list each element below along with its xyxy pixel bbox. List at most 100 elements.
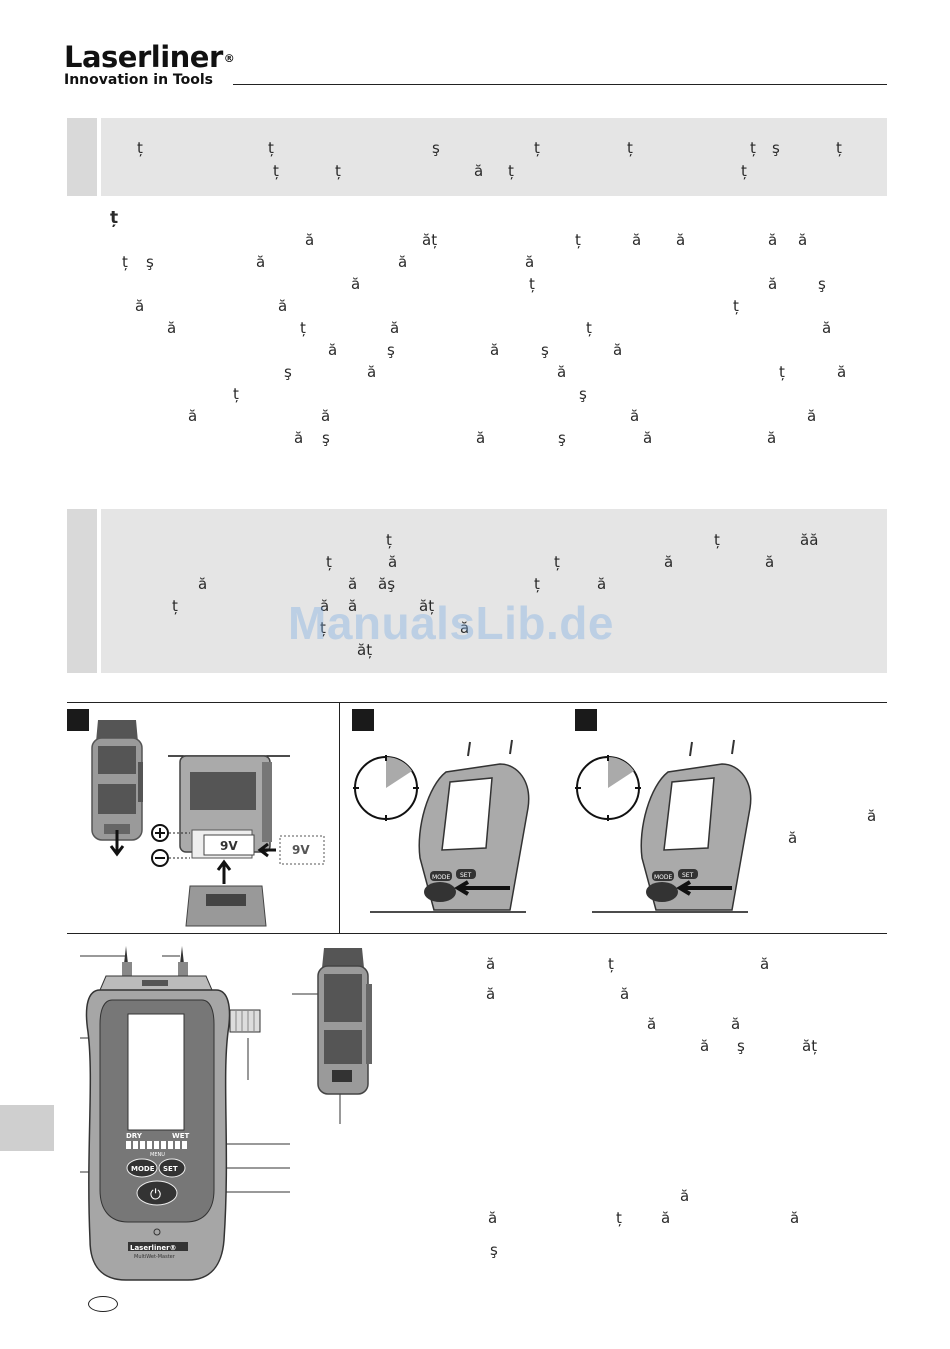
figure-battery-change: 9V 9V <box>91 720 325 927</box>
diacritic-glyph: ț <box>326 553 332 571</box>
diacritic-glyph: ă <box>557 363 567 381</box>
diacritic-glyph: ț <box>320 619 326 637</box>
fig2-mode: MODE <box>432 874 451 881</box>
diacritic-glyph: ă <box>680 1187 690 1205</box>
diacritic-glyph: ş <box>541 341 549 359</box>
diacritic-glyph: ț <box>575 231 581 249</box>
device-tilted: MODE SET <box>592 739 752 913</box>
diacritic-glyph: ț <box>268 139 274 157</box>
diacritic-glyph: ă <box>188 407 198 425</box>
language-tab <box>0 1105 54 1151</box>
diacritic-glyph: ă <box>613 341 623 359</box>
diacritic-glyph: ăş <box>378 575 396 593</box>
device-model: MultiWet-Master <box>134 1254 176 1260</box>
diacritic-glyph: ş <box>432 139 440 157</box>
diacritic-glyph: ț <box>714 531 720 549</box>
diacritic-glyph: ă <box>700 1037 710 1055</box>
diacritic-glyph: ă <box>790 1209 800 1227</box>
note-box-1-marker <box>67 118 101 196</box>
scale-wet-label: WET <box>172 1132 190 1140</box>
diacritic-glyph: ț <box>554 553 560 571</box>
diacritic-glyph: ț <box>616 1209 622 1227</box>
diacritic-glyph: ă <box>597 575 607 593</box>
figures-top-rule <box>67 702 887 703</box>
battery-label-inserted: 9V <box>220 839 238 853</box>
diacritic-glyph: ț <box>836 139 842 157</box>
diacritic-glyph: ă <box>390 319 400 337</box>
diacritic-glyph: ă <box>620 985 630 1003</box>
diacritic-glyph: ă <box>768 275 778 293</box>
device-tilted: MODE SET <box>370 739 530 913</box>
diacritic-glyph: ă <box>256 253 266 271</box>
diacritic-glyph: ț <box>137 139 143 157</box>
figures-divider <box>339 702 340 933</box>
step-3-marker <box>575 709 597 731</box>
fig3-set: SET <box>682 872 694 879</box>
diacritic-glyph: ă <box>661 1209 671 1227</box>
diacritic-glyph: ă <box>348 597 358 615</box>
fig3-mode: MODE <box>654 874 673 881</box>
note-box-2-marker <box>67 509 101 673</box>
diacritic-glyph: ț <box>508 162 514 180</box>
diacritic-glyph: ă <box>525 253 535 271</box>
diacritic-glyph: ă <box>305 231 315 249</box>
diacritic-glyph: ă <box>767 429 777 447</box>
diacritic-glyph: ă <box>398 253 408 271</box>
diacritic-glyph: ț <box>627 139 633 157</box>
brand-tagline: Innovation in Tools <box>64 72 213 88</box>
diacritic-glyph: ă <box>488 1209 498 1227</box>
diacritic-glyph: ă <box>664 553 674 571</box>
diacritic-glyph: ă <box>476 429 486 447</box>
fig2-set: SET <box>460 872 472 879</box>
diacritic-glyph: ăț <box>802 1037 818 1055</box>
language-badge <box>88 1296 118 1312</box>
diacritic-glyph: ă <box>807 407 817 425</box>
diacritic-glyph: ă <box>760 955 770 973</box>
diacritic-glyph: ț <box>733 297 739 315</box>
diacritic-glyph: ă <box>632 231 642 249</box>
diacritic-glyph: ă <box>167 319 177 337</box>
diacritic-glyph: ă <box>490 341 500 359</box>
diacritic-glyph: ț <box>741 162 747 180</box>
diacritic-glyph: ț <box>529 275 535 293</box>
diacritic-glyph: ă <box>486 955 496 973</box>
diacritic-glyph: ă <box>321 407 331 425</box>
diacritic-glyph: ş <box>146 253 154 271</box>
diacritic-glyph: ț <box>779 363 785 381</box>
brand-block: Laserliner® Innovation in Tools <box>64 42 235 88</box>
diacritic-glyph: ț <box>122 253 128 271</box>
figure-power-on-a: MODE SET <box>353 739 530 913</box>
clock-icon <box>575 755 641 821</box>
watermark: ManualsLib.de <box>288 597 614 649</box>
scale-dry-label: DRY <box>126 1132 143 1140</box>
diacritic-glyph: ă <box>474 162 484 180</box>
step-1-marker <box>67 709 89 731</box>
diacritic-glyph: ş <box>737 1037 745 1055</box>
diacritic-glyph: ă <box>351 275 361 293</box>
diacritic-glyph: ă <box>278 297 288 315</box>
diacritic-glyph: ăț <box>419 597 435 615</box>
diacritic-glyph: ş <box>490 1241 498 1259</box>
note-box-2 <box>67 509 887 673</box>
diacritic-glyph: ț <box>750 139 756 157</box>
device-open-back: 9V 9V <box>151 755 325 927</box>
set-button-label: SET <box>163 1165 178 1173</box>
diacritic-glyph: ş <box>284 363 292 381</box>
diacritic-glyph: ă <box>135 297 145 315</box>
diacritic-glyph: ă <box>676 231 686 249</box>
menu-label: MENU <box>150 1152 165 1158</box>
figure-power-on-b: MODE SET <box>575 739 752 913</box>
diacritic-glyph: ț <box>300 319 306 337</box>
diacritic-glyph: ă <box>731 1015 741 1033</box>
diacritic-glyph: ă <box>798 231 808 249</box>
diacritic-glyph: ş <box>818 275 826 293</box>
diacritic-glyph: ă <box>788 829 798 847</box>
diacritic-glyph: ă <box>630 407 640 425</box>
diacritic-glyph: ț <box>534 575 540 593</box>
diacritic-glyph: ă <box>198 575 208 593</box>
diacritic-glyph: ă <box>328 341 338 359</box>
diacritic-glyph: ş <box>579 385 587 403</box>
diacritic-glyph: ş <box>558 429 566 447</box>
battery-label-new: 9V <box>292 843 310 857</box>
diacritic-glyph: ă <box>768 231 778 249</box>
